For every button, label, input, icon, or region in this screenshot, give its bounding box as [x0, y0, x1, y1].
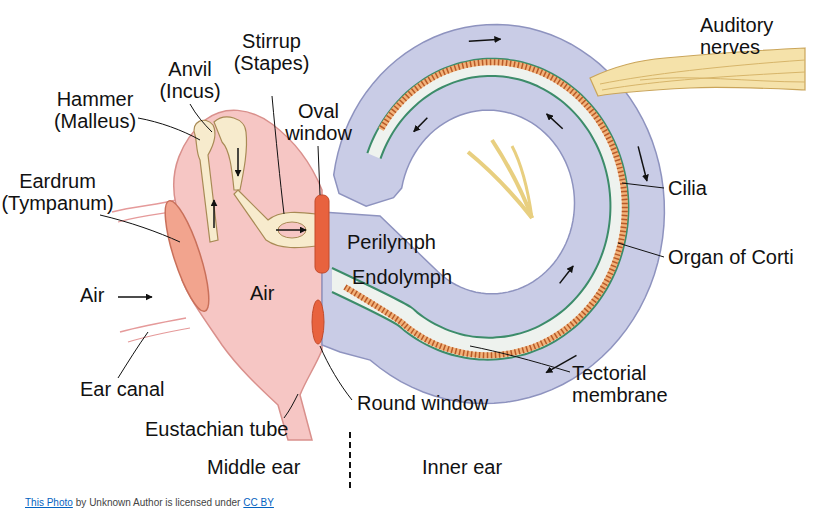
leader-line: [272, 96, 284, 214]
nerve-fiber: [600, 60, 805, 84]
part-label: Eustachian tube: [145, 418, 288, 440]
part-label: Ear canal: [80, 378, 165, 400]
auditory-nerve: [590, 48, 805, 96]
fluid-flow-arrow: [546, 355, 576, 372]
divider-line: [349, 432, 351, 492]
part-label: Tectorial membrane: [572, 362, 692, 406]
part-label: Hammer (Malleus): [45, 88, 145, 132]
credit-line: This Photoby Unknown Author is licensed …: [25, 497, 274, 509]
leader-line: [622, 183, 664, 188]
duct-membrane: [332, 59, 628, 360]
ear-canal-line: [128, 328, 190, 342]
part-label: Perilymph: [347, 231, 436, 253]
vibration-arrow: [237, 148, 239, 176]
vibration-arrow: [276, 229, 306, 231]
ear-canal-line: [120, 318, 186, 332]
nerve-fiber: [640, 78, 805, 82]
credit-text: by Unknown Author is licensed under: [76, 497, 241, 509]
leader-line: [190, 104, 212, 132]
part-label: Middle ear: [207, 456, 300, 478]
stapes-bone: [234, 190, 316, 248]
nerve-fiber: [468, 152, 532, 218]
vibration-arrow: [213, 200, 215, 228]
nerve-fiber: [492, 140, 532, 218]
fluid-flow-arrow: [638, 146, 647, 181]
part-label: Air: [80, 284, 104, 306]
fluid-flow-arrow: [414, 118, 428, 132]
organ-of-corti: [345, 62, 625, 355]
fluid-flow-arrow: [560, 266, 574, 283]
leader-line: [284, 394, 298, 418]
part-label: Inner ear: [422, 456, 502, 478]
leader-line: [318, 146, 320, 195]
leader-line: [138, 118, 200, 140]
part-label: Auditory nerves: [700, 14, 800, 58]
part-label: Anvil (Incus): [145, 58, 235, 102]
part-label: Organ of Corti: [668, 246, 794, 268]
leader-line: [618, 243, 664, 257]
part-label: Cilia: [668, 177, 707, 199]
credit-text: This Photo: [25, 497, 73, 509]
part-label: Eardrum (Tympanum): [0, 170, 115, 214]
part-label: Air: [250, 282, 274, 304]
fluid-flow-arrow: [547, 114, 563, 129]
leader-line: [100, 215, 180, 242]
fluid-flow-arrow: [469, 39, 501, 41]
air-arrow: [118, 296, 152, 298]
part-label: Endolymph: [352, 266, 452, 288]
nerve-fiber: [512, 146, 532, 218]
duct-membrane: [332, 76, 610, 338]
nerve-fiber: [602, 72, 805, 90]
part-label: Round window: [357, 392, 488, 414]
leader-line: [118, 332, 148, 378]
oval-window: [315, 195, 329, 273]
cochlear-duct: [332, 59, 628, 360]
part-label: Oval window: [276, 100, 361, 144]
leader-line: [320, 346, 352, 400]
credit-text: CC BY: [243, 497, 274, 509]
incus-bone: [214, 117, 247, 190]
part-label: Stirrup (Stapes): [224, 30, 319, 74]
round-window: [312, 300, 324, 344]
organ-of-corti-cells: [345, 62, 625, 355]
leader-line: [470, 346, 570, 372]
